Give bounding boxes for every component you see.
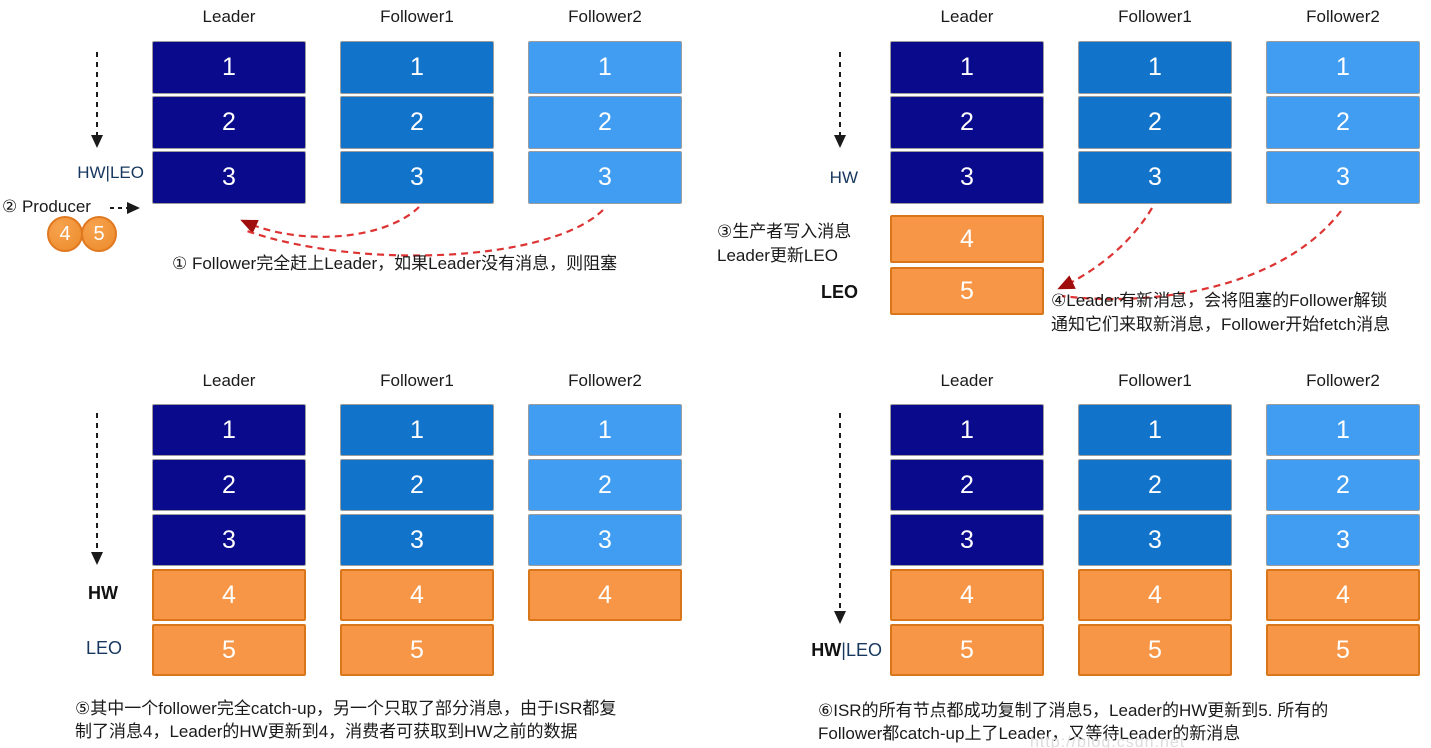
p3-leader-log-block-2: 2 (152, 459, 306, 511)
p4-follower1-log-block-3: 3 (1078, 514, 1232, 566)
p3-leader-log-block-4: 4 (152, 569, 306, 621)
p1-header-follower1: Follower1 (380, 7, 454, 26)
p3-header-leader: Leader (202, 371, 256, 390)
p1-header-leader: Leader (202, 7, 256, 26)
p1-pending-message-5-badge: 5 (81, 216, 117, 252)
p2-header-follower2: Follower2 (1306, 7, 1380, 26)
p4-leader-log-block-2: 2 (890, 459, 1044, 511)
p2-follower1-fetch-arrow (1057, 207, 1153, 290)
p3-follower1-log-block-1: 1 (340, 404, 494, 456)
p4-caption: ⑥ISR的所有节点都成功复制了消息5，Leader的HW更新到5. 所有的 Fo… (818, 701, 1329, 743)
p2-leader-log-block-5: 5 (890, 267, 1044, 315)
p1-follower1-fetch-arrow (240, 206, 420, 238)
p3-follower1-log-block-4: 4 (340, 569, 494, 621)
p2-caption: ④Leader有新消息，会将阻塞的Follower解锁 通知它们来取新消息，Fo… (1051, 291, 1391, 334)
p2-follower1-log-block-2: 2 (1078, 96, 1232, 149)
p1-producer-label: ② Producer (2, 197, 91, 216)
p3-hw-label: HW (88, 583, 118, 603)
p4-header-leader: Leader (940, 371, 994, 390)
p1-follower2-log-block-2: 2 (528, 96, 682, 149)
p1-leader-log-block-2: 2 (152, 96, 306, 149)
p1-follower2-fetch-arrow (246, 209, 604, 257)
p3-leo-label: LEO (85, 638, 122, 658)
p1-pending-message-4-badge: 4 (47, 216, 83, 252)
p1-follower1-log-block-1: 1 (340, 41, 494, 94)
p2-leo-label: LEO (820, 282, 858, 302)
p2-hw-label: HW (829, 168, 858, 187)
p4-header-follower2: Follower2 (1306, 371, 1380, 390)
p2-producer-note: ③生产者写入消息 Leader更新LEO (717, 222, 852, 265)
p1-follower1-log-block-2: 2 (340, 96, 494, 149)
p4-follower2-log-block-3: 3 (1266, 514, 1420, 566)
p3-follower2-log-block-3: 3 (528, 514, 682, 566)
watermark: http://blog.csdn.net (1030, 734, 1186, 748)
p2-leader-log-block-3: 3 (890, 151, 1044, 204)
p4-follower2-log-block-1: 1 (1266, 404, 1420, 456)
p4-follower1-log-block-2: 2 (1078, 459, 1232, 511)
p2-follower1-log-block-3: 3 (1078, 151, 1232, 204)
p2-follower1-log-block-1: 1 (1078, 41, 1232, 94)
p1-follower2-log-block-3: 3 (528, 151, 682, 204)
p3-leader-log-block-1: 1 (152, 404, 306, 456)
p4-follower2-log-block-2: 2 (1266, 459, 1420, 511)
p4-leader-log-block-4: 4 (890, 569, 1044, 621)
p4-leader-log-block-3: 3 (890, 514, 1044, 566)
p3-follower2-log-block-2: 2 (528, 459, 682, 511)
p3-follower2-log-block-1: 1 (528, 404, 682, 456)
p1-caption: ① Follower完全赶上Leader，如果Leader没有消息，则阻塞 (172, 254, 618, 273)
p4-follower2-log-block-4: 4 (1266, 569, 1420, 621)
p2-follower2-log-block-1: 1 (1266, 41, 1420, 94)
p2-leader-log-block-4: 4 (890, 215, 1044, 263)
p3-header-follower1: Follower1 (380, 371, 454, 390)
p1-leader-log-block-3: 3 (152, 151, 306, 204)
p1-follower2-log-block-1: 1 (528, 41, 682, 94)
p4-leo-rest-label: |LEO (841, 640, 882, 660)
p2-leader-log-block-1: 1 (890, 41, 1044, 94)
p2-header-follower1: Follower1 (1118, 7, 1192, 26)
p1-header-follower2: Follower2 (568, 7, 642, 26)
p4-leader-log-block-5: 5 (890, 624, 1044, 676)
p3-follower1-log-block-2: 2 (340, 459, 494, 511)
p4-follower1-log-block-4: 4 (1078, 569, 1232, 621)
p1-hw-leo-label: HW|LEO (77, 163, 144, 182)
p3-leader-log-block-3: 3 (152, 514, 306, 566)
p4-follower1-log-block-1: 1 (1078, 404, 1232, 456)
p2-leader-log-block-2: 2 (890, 96, 1044, 149)
p3-follower2-log-block-4: 4 (528, 569, 682, 621)
p4-follower1-log-block-5: 5 (1078, 624, 1232, 676)
p4-follower2-log-block-5: 5 (1266, 624, 1420, 676)
p3-follower1-log-block-5: 5 (340, 624, 494, 676)
p4-hw-bold-label: HW (811, 640, 842, 660)
p4-hw-leo-label: HW|LEO (788, 640, 882, 661)
p2-follower2-log-block-3: 3 (1266, 151, 1420, 204)
p1-leader-log-block-1: 1 (152, 41, 306, 94)
p2-follower2-log-block-2: 2 (1266, 96, 1420, 149)
p4-header-follower1: Follower1 (1118, 371, 1192, 390)
p2-header-leader: Leader (940, 7, 994, 26)
p3-header-follower2: Follower2 (568, 371, 642, 390)
p3-leader-log-block-5: 5 (152, 624, 306, 676)
p4-leader-log-block-1: 1 (890, 404, 1044, 456)
p3-caption: ⑤其中一个follower完全catch-up，另一个只取了部分消息，由于ISR… (75, 699, 617, 741)
p3-follower1-log-block-3: 3 (340, 514, 494, 566)
p2-follower2-fetch-arrow (1061, 210, 1342, 301)
p1-follower1-log-block-3: 3 (340, 151, 494, 204)
